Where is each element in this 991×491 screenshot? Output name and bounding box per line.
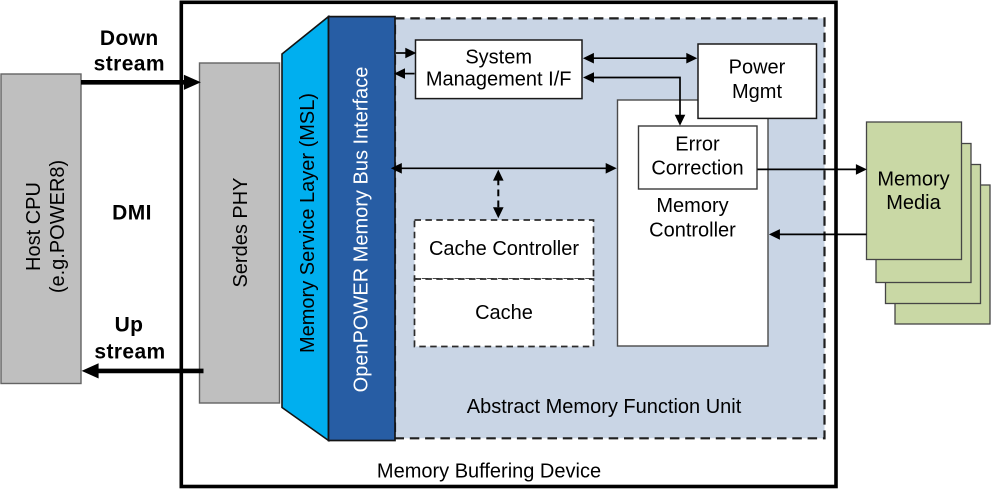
svg-text:Up: Up [115,314,144,337]
svg-text:Abstract Memory Function Unit: Abstract Memory Function Unit [467,396,742,418]
svg-text:OpenPOWER Memory Bus Interface: OpenPOWER Memory Bus Interface [351,67,373,393]
svg-text:Cache: Cache [475,302,533,324]
svg-text:Error: Error [675,134,720,156]
svg-text:System: System [465,47,532,69]
svg-text:DMI: DMI [112,202,152,225]
svg-text:Controller: Controller [649,220,736,242]
svg-text:Down: Down [100,27,159,50]
svg-text:Host CPU: Host CPU [23,182,45,271]
svg-text:Memory: Memory [877,169,949,191]
svg-text:stream: stream [94,341,165,364]
svg-text:Cache Controller: Cache Controller [429,238,579,260]
svg-text:(e.g.POWER8): (e.g.POWER8) [47,160,69,293]
svg-text:Memory: Memory [656,195,728,217]
svg-text:Correction: Correction [651,158,743,180]
svg-text:Memory Buffering Device: Memory Buffering Device [377,461,601,483]
svg-text:Mgmt: Mgmt [732,81,782,103]
svg-text:Memory Service Layer (MSL): Memory Service Layer (MSL) [297,93,319,353]
svg-text:Power: Power [729,57,786,79]
svg-text:Management I/F: Management I/F [426,69,572,91]
svg-text:Serdes PHY: Serdes PHY [230,177,252,287]
svg-text:stream: stream [94,53,165,76]
svg-text:Media: Media [886,192,941,214]
